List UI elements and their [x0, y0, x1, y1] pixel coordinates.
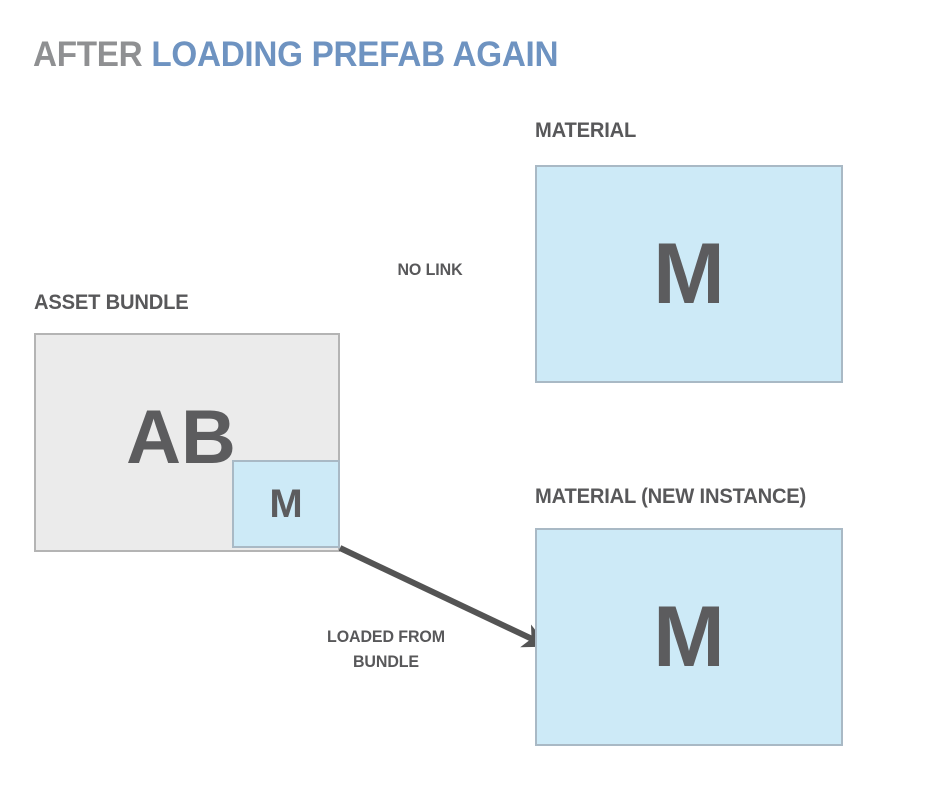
- loaded-from-bundle-annotation: LOADED FROM BUNDLE: [327, 627, 445, 671]
- material-glyph: M: [653, 226, 725, 322]
- nested-material-glyph: M: [269, 482, 303, 526]
- material-box: M: [535, 165, 843, 383]
- nested-material-box: M: [232, 460, 340, 548]
- material-caption: MATERIAL: [535, 119, 637, 142]
- asset-bundle-box: AB: [34, 333, 340, 552]
- asset-bundle-glyph: AB: [126, 394, 236, 480]
- title-prefix: AFTER: [33, 35, 152, 74]
- material-new-instance-caption: MATERIAL (NEW INSTANCE): [535, 485, 807, 508]
- no-link-annotation: NO LINK: [397, 260, 463, 279]
- material-new-instance-glyph: M: [653, 589, 725, 685]
- title-highlight: LOADING PREFAB AGAIN: [151, 35, 559, 74]
- page-title: AFTER LOADING PREFAB AGAIN: [33, 33, 559, 77]
- material-new-instance-box: M: [535, 528, 843, 746]
- asset-bundle-caption: ASSET BUNDLE: [34, 291, 189, 314]
